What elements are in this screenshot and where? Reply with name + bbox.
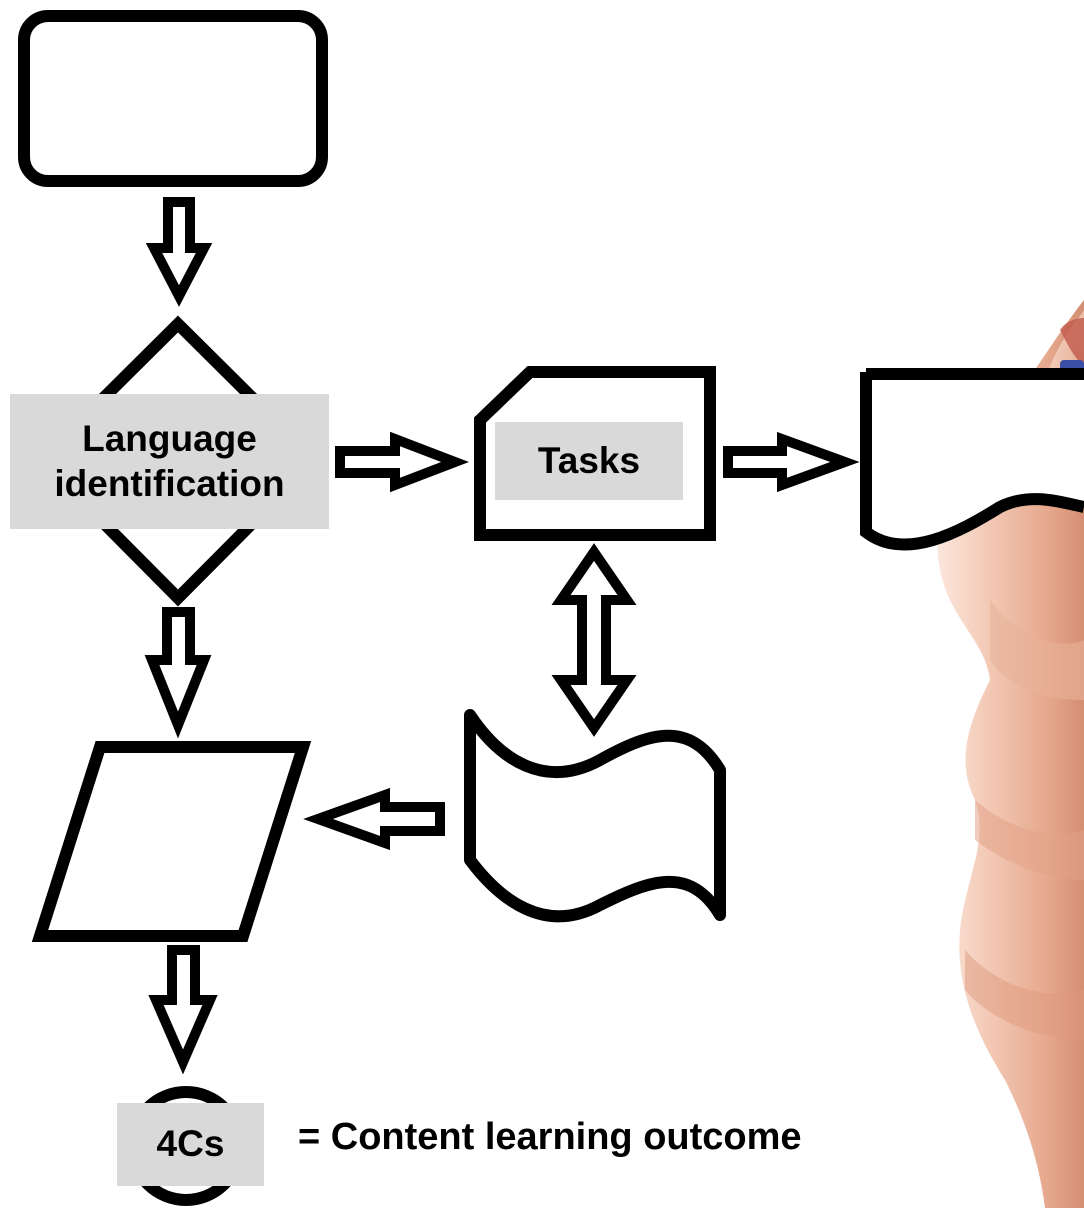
arrow-down-3 [148,945,218,1075]
fingernail [1060,318,1084,365]
arrow-down-1 [145,197,213,307]
four-cs-label: 4Cs [117,1103,264,1186]
knuckle-shade-1 [990,600,1084,700]
arrow-right-1 [335,431,469,493]
arrow-bidirectional [551,543,637,737]
knuckle-shade-3 [965,950,1084,1040]
parallelogram [31,741,312,942]
content-learning-outcome-caption: = Content learning outcome [298,1116,802,1158]
arrow-down-2 [144,607,212,739]
language-identification-label: Language identification [10,394,329,529]
arrow-right-2 [723,431,860,493]
arrow-left-1 [303,787,445,851]
knuckle-shade-2 [975,800,1084,880]
terminator-rectangle [18,10,328,187]
tasks-label: Tasks [495,422,683,500]
wave-tape-shape [464,709,726,923]
